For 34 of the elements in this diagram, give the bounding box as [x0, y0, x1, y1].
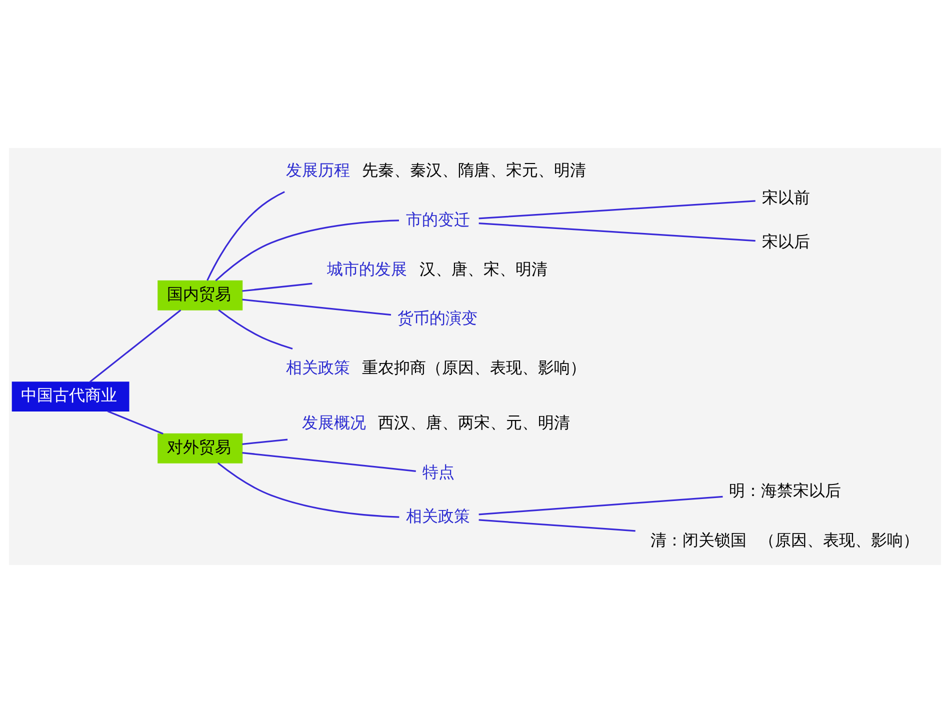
- connector: [217, 462, 400, 518]
- node-text: 特点: [422, 462, 454, 482]
- node-text: 宋以后: [762, 232, 810, 251]
- connector: [478, 222, 756, 242]
- connector: [242, 282, 312, 292]
- node-text: 发展历程: [286, 160, 350, 180]
- node-label: 汉、唐、宋、明清: [420, 259, 548, 278]
- connector: [107, 410, 164, 434]
- node-text: 清：闭关锁国: [650, 530, 747, 550]
- node-text: 城市的发展: [327, 259, 408, 278]
- connector: [242, 298, 392, 316]
- connector: [215, 220, 400, 282]
- connector: [478, 519, 636, 532]
- node-label: （原因、表现、影响）: [759, 530, 920, 550]
- connector: [218, 309, 293, 350]
- node-text: 市的变迁: [406, 210, 470, 229]
- node-text: 相关政策: [406, 506, 470, 526]
- connector: [206, 191, 285, 281]
- node-text: 明：海禁宋以后: [729, 481, 842, 500]
- node-box: 中国古代商业: [12, 382, 130, 412]
- connector: [89, 309, 182, 382]
- connector: [478, 200, 756, 220]
- node-text: 宋以前: [762, 188, 810, 208]
- node-text: 货币的演变: [398, 308, 478, 328]
- node-label: 先秦、秦汉、隋唐、宋元、明清: [362, 160, 586, 180]
- node-box: 对外贸易: [158, 433, 243, 464]
- connector: [242, 452, 416, 472]
- node-box: 国内贸易: [158, 280, 243, 310]
- node-label: 西汉、唐、两宋、元、明清: [378, 413, 570, 432]
- connector: [242, 438, 288, 445]
- node-text: 发展概况: [302, 413, 366, 432]
- node-text: 相关政策: [286, 358, 350, 378]
- node-label: 重农抑商（原因、表现、影响）: [362, 358, 586, 378]
- connector: [478, 496, 723, 516]
